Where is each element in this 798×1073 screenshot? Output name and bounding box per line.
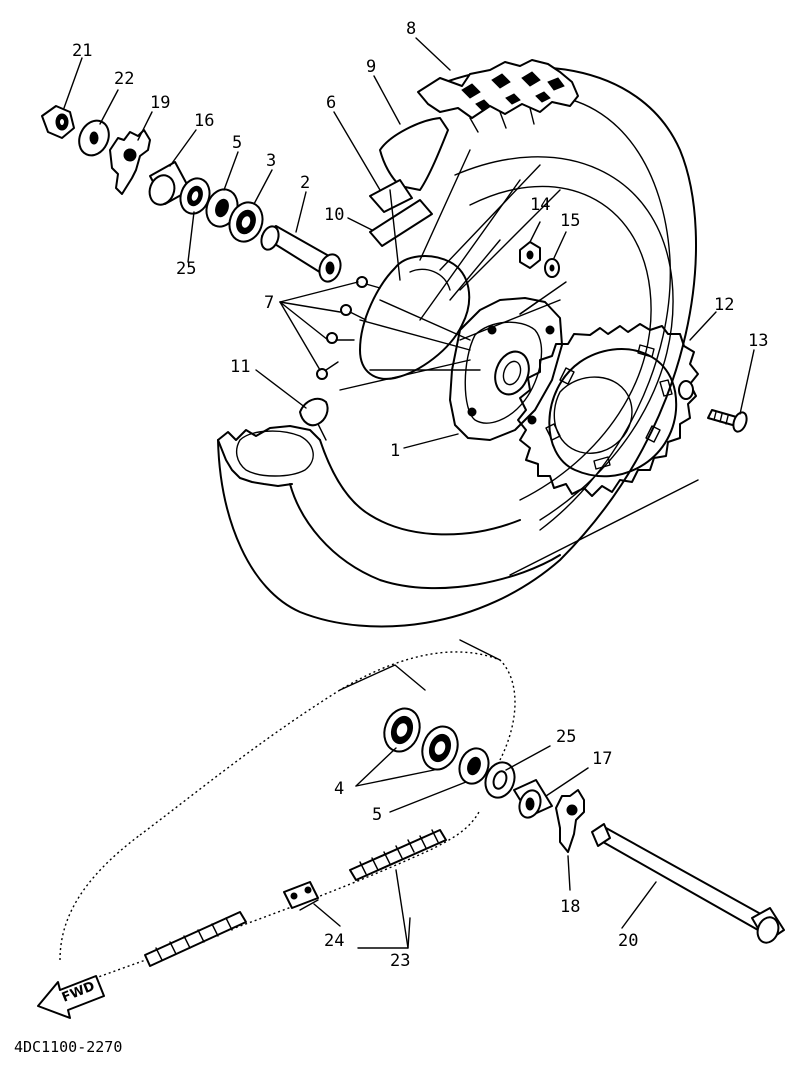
label-12: 12 (714, 295, 734, 315)
spokes (339, 149, 561, 391)
washer-15 (544, 258, 560, 278)
label-9: 9 (366, 57, 376, 77)
axle-20 (591, 823, 785, 944)
bolt-13 (707, 409, 748, 433)
label-10: 10 (324, 205, 344, 225)
chain-puller-18 (555, 789, 585, 853)
label-25-bottom: 25 (556, 727, 576, 747)
oil-seal-25a (179, 177, 211, 215)
chain-joint-24 (283, 881, 319, 911)
bearing-4b (421, 725, 459, 771)
label-7: 7 (264, 293, 274, 313)
drive-chain-23 (144, 829, 447, 967)
hub (359, 255, 563, 441)
label-20: 20 (618, 931, 638, 951)
label-3: 3 (266, 151, 276, 171)
washer-22 (78, 119, 110, 157)
leader-lines (63, 37, 755, 949)
nipples-7 (316, 276, 381, 380)
label-19: 19 (150, 93, 170, 113)
label-24: 24 (324, 931, 344, 951)
label-2: 2 (300, 173, 310, 193)
label-16: 16 (194, 111, 214, 131)
label-14: 14 (530, 195, 550, 215)
label-15: 15 (560, 211, 580, 231)
chain-puller-19 (109, 129, 151, 195)
bearing-3 (228, 201, 264, 243)
chain-outline (59, 651, 516, 981)
label-4: 4 (334, 779, 344, 799)
inner-tube (369, 117, 449, 213)
label-13: 13 (748, 331, 768, 351)
circlip-5b (458, 747, 490, 785)
label-17: 17 (592, 749, 612, 769)
rear-sprocket (517, 323, 699, 497)
fwd-arrow: FWD (37, 975, 105, 1019)
oil-seal-25b (484, 761, 516, 799)
label-11: 11 (230, 357, 250, 377)
spacer-2 (260, 225, 342, 283)
label-1: 1 (390, 441, 400, 461)
label-18: 18 (560, 897, 580, 917)
rim-band (369, 199, 433, 247)
label-5-top: 5 (232, 133, 242, 153)
label-5-bottom: 5 (372, 805, 382, 825)
bolt-14 (519, 241, 541, 269)
bracket-lines (339, 479, 699, 691)
label-25-top: 25 (176, 259, 196, 279)
part-labels: 21 22 19 16 5 3 2 25 8 9 6 10 7 11 1 14 … (72, 19, 768, 971)
collar-17 (513, 779, 553, 819)
tire (217, 59, 697, 628)
label-8: 8 (406, 19, 416, 39)
label-22: 22 (114, 69, 134, 89)
nut-21 (41, 105, 75, 139)
rim-lock-11 (299, 397, 329, 441)
diagram-code: 4DC1100-2270 (14, 1038, 122, 1056)
bearing-4a (383, 707, 421, 753)
label-21: 21 (72, 41, 92, 61)
label-6: 6 (326, 93, 336, 113)
label-23: 23 (390, 951, 410, 971)
